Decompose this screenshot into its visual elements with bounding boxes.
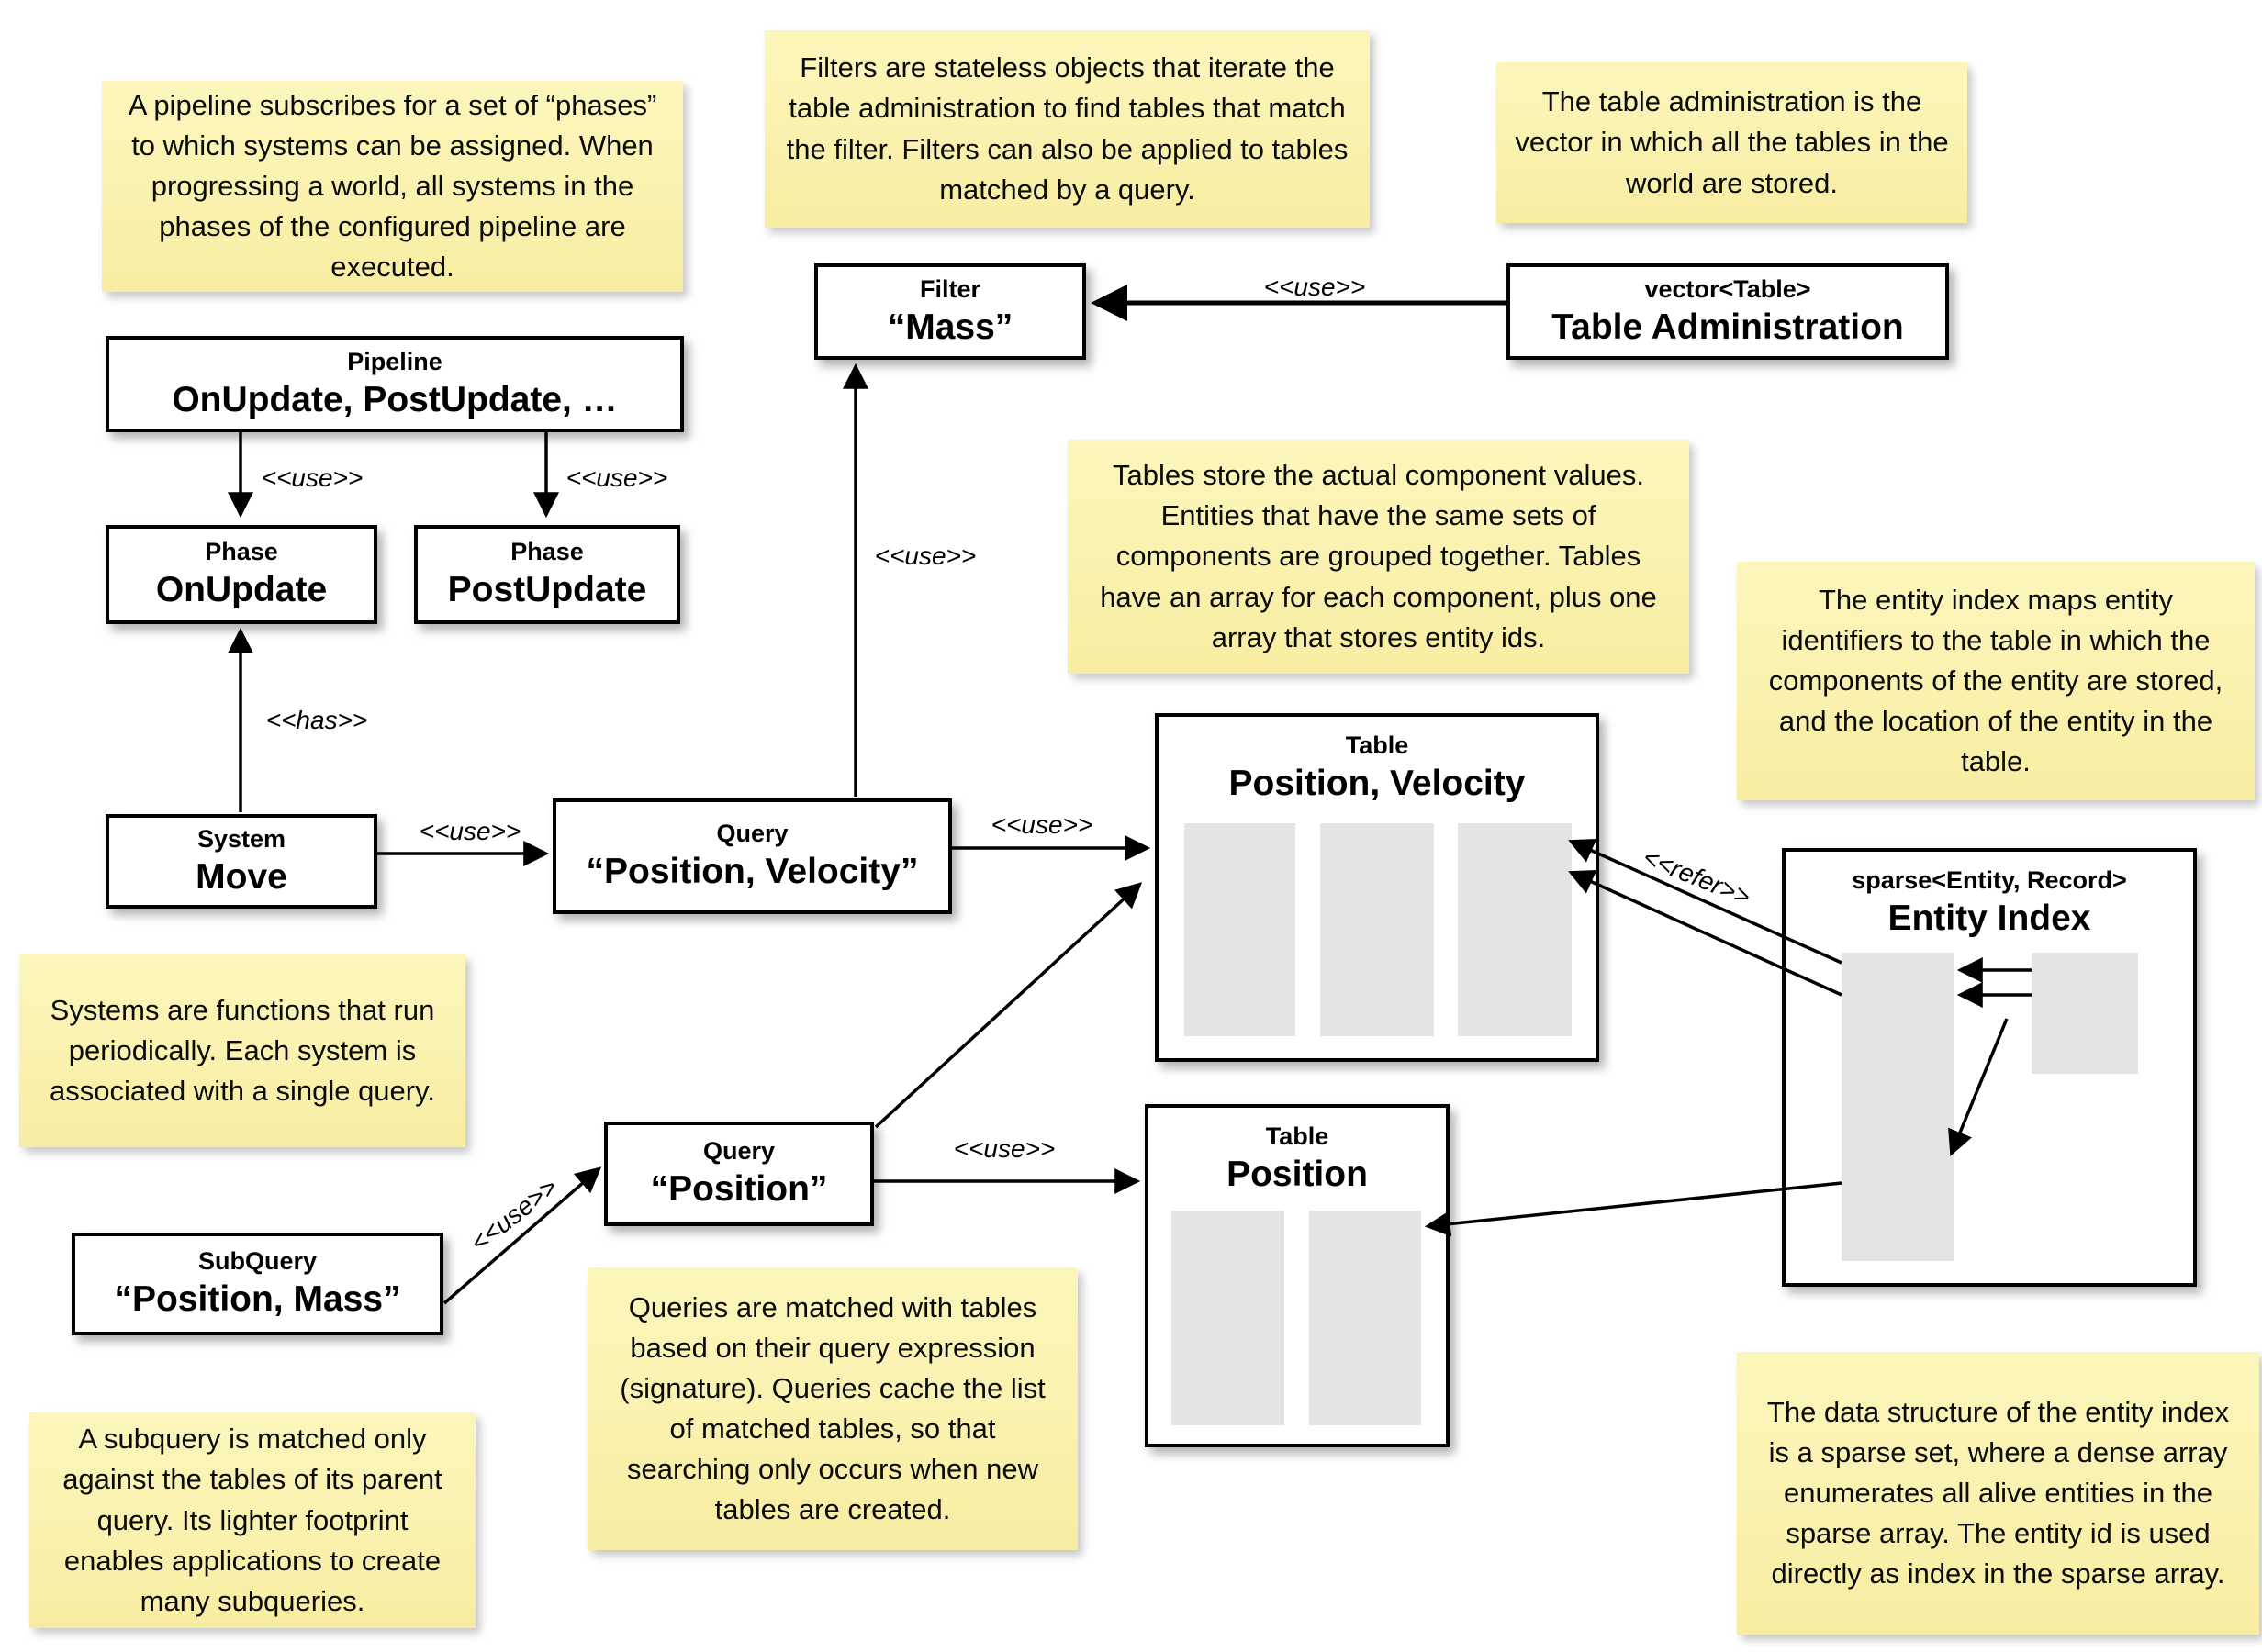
component-array-4	[1309, 1211, 1421, 1425]
component-array-2	[1320, 823, 1434, 1036]
edge-label-use-pipeline-onupdate: <<use>>	[261, 463, 364, 492]
node-entity-index-stereotype: sparse<Entity, Record>	[1852, 866, 2127, 894]
sparse-array	[1842, 953, 1954, 1261]
node-phase-postupdate: Phase PostUpdate	[414, 525, 680, 624]
note-subqueries: A subquery is matched only against the t…	[29, 1412, 476, 1628]
node-query-position: Query “Position”	[604, 1122, 874, 1226]
node-system-move: System Move	[106, 814, 377, 909]
node-subquery-position-mass-name: “Position, Mass”	[114, 1279, 401, 1320]
node-system-move-stereotype: System	[196, 824, 286, 853]
edge-sparse-tableposition	[1424, 1181, 1842, 1237]
node-table-position-velocity-name: Position, Velocity	[1228, 764, 1526, 804]
node-phase-postupdate-name: PostUpdate	[447, 570, 647, 610]
node-filter-mass-stereotype: Filter	[919, 274, 980, 303]
note-sparse-set: The data structure of the entity index i…	[1737, 1352, 2259, 1635]
node-pipeline-name: OnUpdate, PostUpdate, …	[172, 379, 618, 419]
edge-label-has-move-onupdate: <<has>>	[265, 706, 368, 734]
node-table-administration-name: Table Administration	[1551, 307, 1904, 347]
node-query-position-stereotype: Query	[702, 1137, 776, 1166]
edge-label-use-admin-filter: <<use>>	[1263, 273, 1366, 301]
node-query-position-velocity-name: “Position, Velocity”	[586, 852, 919, 892]
node-phase-onupdate: Phase OnUpdate	[106, 525, 377, 624]
component-array-3	[1171, 1211, 1284, 1425]
note-entity-index: The entity index maps entity identifiers…	[1737, 562, 2255, 800]
note-queries: Queries are matched with tables based on…	[588, 1267, 1078, 1550]
node-query-position-velocity-stereotype: Query	[716, 820, 789, 848]
node-phase-onupdate-stereotype: Phase	[205, 538, 278, 566]
node-query-position-name: “Position”	[650, 1169, 828, 1210]
component-array-1	[1184, 823, 1295, 1036]
node-query-position-velocity: Query “Position, Velocity”	[553, 798, 952, 914]
edge-label-use-query-tablepv: <<use>>	[991, 810, 1093, 839]
node-filter-mass-name: “Mass”	[887, 307, 1013, 347]
node-phase-postupdate-stereotype: Phase	[510, 538, 584, 566]
edge-label-use-subquery-query: <<use>>	[465, 1172, 563, 1257]
edge-label-use-move-query: <<use>>	[419, 817, 521, 845]
node-entity-index-name: Entity Index	[1887, 899, 2091, 939]
note-pipeline: A pipeline subscribes for a set of “phas…	[102, 81, 683, 292]
note-tables: Tables store the actual component values…	[1068, 440, 1689, 674]
node-system-move-name: Move	[196, 856, 287, 897]
note-table-administration: The table administration is the vector i…	[1496, 62, 1967, 223]
node-table-administration: vector<Table> Table Administration	[1506, 263, 1949, 360]
node-table-position-velocity-stereotype: Table	[1345, 731, 1409, 759]
node-table-administration-stereotype: vector<Table>	[1644, 274, 1811, 303]
node-pipeline: Pipeline OnUpdate, PostUpdate, …	[106, 336, 684, 432]
edge-label-refer-entityindex-table: <<refer>>	[1639, 843, 1755, 911]
note-filters: Filters are stateless objects that itera…	[765, 30, 1370, 228]
dense-array	[2032, 953, 2138, 1074]
node-subquery-position-mass: SubQuery “Position, Mass”	[72, 1233, 443, 1335]
node-filter-mass: Filter “Mass”	[814, 263, 1086, 360]
entity-id-array	[1458, 823, 1572, 1036]
node-phase-onupdate-name: OnUpdate	[155, 570, 328, 610]
node-subquery-position-mass-stereotype: SubQuery	[197, 1247, 318, 1276]
note-systems: Systems are functions that run periodica…	[19, 954, 465, 1147]
edge-label-use-query-filter: <<use>>	[874, 541, 977, 570]
edge-label-use-pipeline-postupdate: <<use>>	[566, 463, 668, 492]
edge-querypos-tablepv	[874, 882, 1143, 1129]
node-table-position-name: Position	[1226, 1155, 1368, 1195]
edge-label-use-query-tablep: <<use>>	[953, 1134, 1056, 1163]
node-pipeline-stereotype: Pipeline	[347, 347, 442, 375]
node-table-position-stereotype: Table	[1265, 1122, 1329, 1150]
